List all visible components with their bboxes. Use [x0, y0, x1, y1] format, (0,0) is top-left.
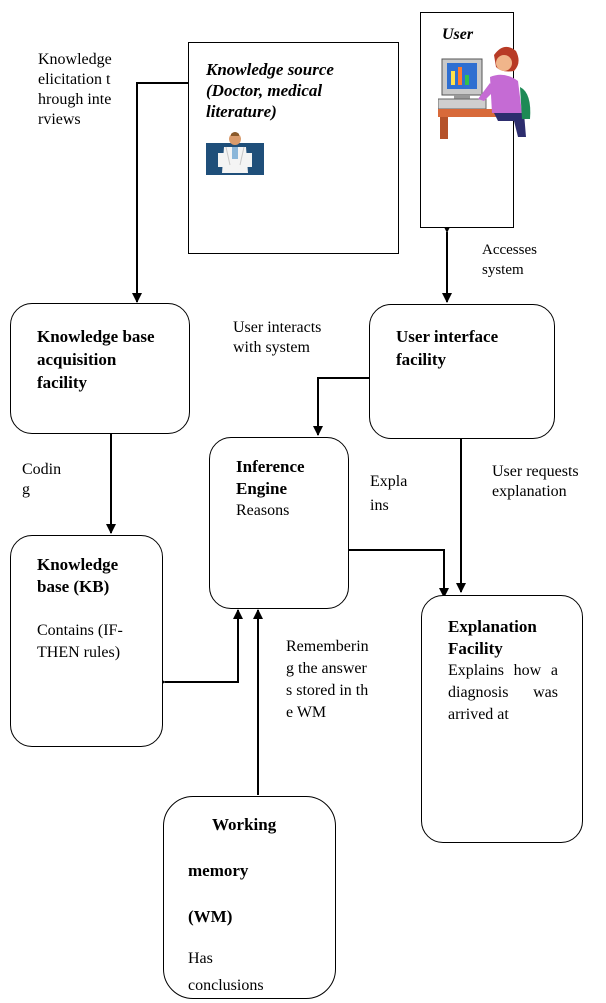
user-box: User [420, 12, 531, 228]
label-remembering: Remembering the answers stored in the WM [286, 638, 369, 721]
label-coding: Coding [22, 461, 62, 498]
label-accesses: Accesses system [482, 242, 537, 278]
working-memory-title-3: (WM) [188, 907, 233, 926]
label-elicitation: Knowledge elicitation through interviews [38, 51, 112, 128]
user-interface-title: User interface facility [396, 327, 499, 369]
knowledge-source-box: Knowledge source (Doctor, medical litera… [188, 42, 399, 254]
working-memory-box: Working memory (WM) Has conclusions [163, 796, 336, 999]
knowledge-source-title: Knowledge source (Doctor, medical litera… [206, 60, 334, 121]
arrow-source-to-acquisition [132, 82, 188, 303]
label-explains: Explains [370, 473, 408, 514]
arrow-inference-to-explanation [349, 549, 449, 598]
arrow-interface-to-inference [313, 377, 370, 436]
kb-acquisition-title: Knowledge base acquisition facility [37, 327, 155, 392]
label-user-interacts: User interacts with system [233, 319, 322, 356]
explanation-facility-box: Explanation Facility Explains how a diag… [421, 595, 583, 843]
working-memory-body-2: conclusions [188, 977, 264, 994]
explanation-facility-body: Explains how a diagnosis was arrived at [448, 662, 558, 723]
inference-engine-title: Inference Engine [236, 457, 305, 498]
working-memory-title-1: Working [212, 815, 277, 834]
arrow-kb-inference [156, 609, 243, 687]
knowledge-base-title: Knowledge base (KB) [37, 555, 119, 596]
doctor-icon [206, 132, 264, 175]
user-at-computer-icon [438, 46, 531, 139]
label-user-requests: User requests explanation [492, 463, 579, 500]
kb-acquisition-box: Knowledge base acquisition facility [10, 303, 190, 434]
explanation-facility-title: Explanation Facility [448, 617, 537, 658]
user-interface-box: User interface facility [369, 304, 555, 439]
working-memory-title-2: memory [188, 861, 249, 880]
inference-engine-body: Reasons [236, 502, 290, 519]
working-memory-body-1: Has [188, 950, 213, 967]
knowledge-base-box: Knowledge base (KB) Contains (IF-THEN ru… [10, 535, 163, 747]
user-title: User [442, 26, 474, 43]
knowledge-base-body: Contains (IF-THEN rules) [37, 622, 123, 661]
inference-engine-box: Inference Engine Reasons [209, 437, 349, 609]
